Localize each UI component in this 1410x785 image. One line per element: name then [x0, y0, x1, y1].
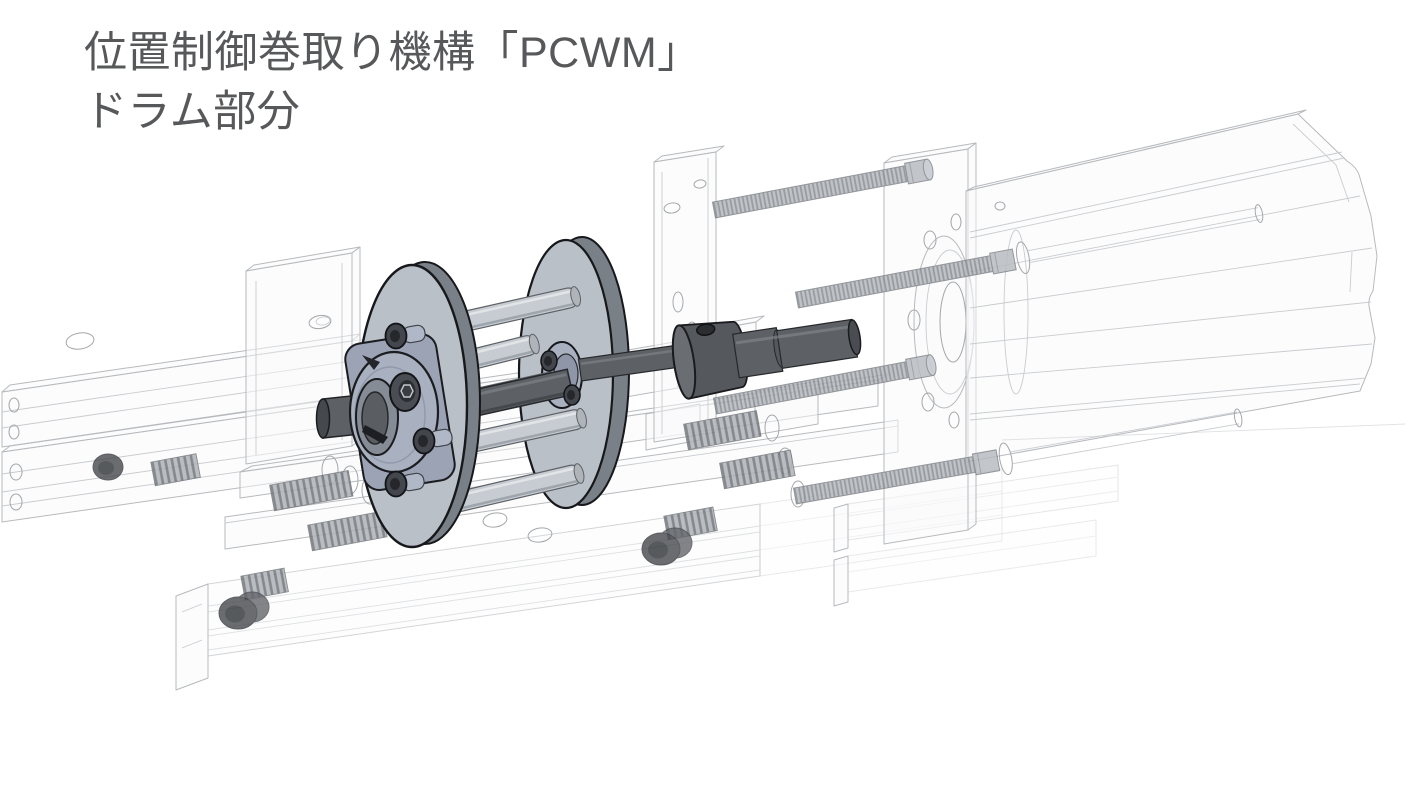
shaft-collar: [671, 320, 749, 400]
set-screw-hole: [696, 323, 716, 337]
threaded-rod: [793, 408, 1243, 505]
clamp-split-slit: [362, 425, 388, 444]
winding-drum: [315, 236, 862, 549]
cap-screw-icon: [218, 591, 270, 630]
title-line-1: 位置制御巻取り機構「PCWM」: [84, 29, 701, 77]
compression-springs: [150, 410, 796, 601]
compression-spring: [269, 470, 354, 512]
compression-spring: [683, 410, 762, 451]
threaded-rod: [711, 158, 934, 219]
cap-screw-icon: [92, 453, 124, 481]
threaded-rods: [711, 158, 1264, 505]
motor-body: [965, 109, 1406, 463]
shaft-clamp-hub-left: [315, 322, 456, 498]
cap-screw-icon: [641, 527, 693, 566]
compression-spring: [150, 453, 201, 487]
right-hub-screws: [540, 350, 581, 406]
hub-corner-screws: [384, 322, 453, 498]
compression-spring: [719, 449, 796, 490]
slide-title: 位置制御巻取り機構「PCWM」 ドラム部分: [84, 24, 701, 143]
threaded-rod: [794, 204, 1264, 309]
cap-screws-ghost: [92, 453, 693, 630]
title-line-2: ドラム部分: [84, 88, 301, 137]
threaded-rod: [712, 354, 937, 415]
drum-shaft-right: [732, 318, 862, 379]
clamp-screw: [389, 372, 421, 412]
